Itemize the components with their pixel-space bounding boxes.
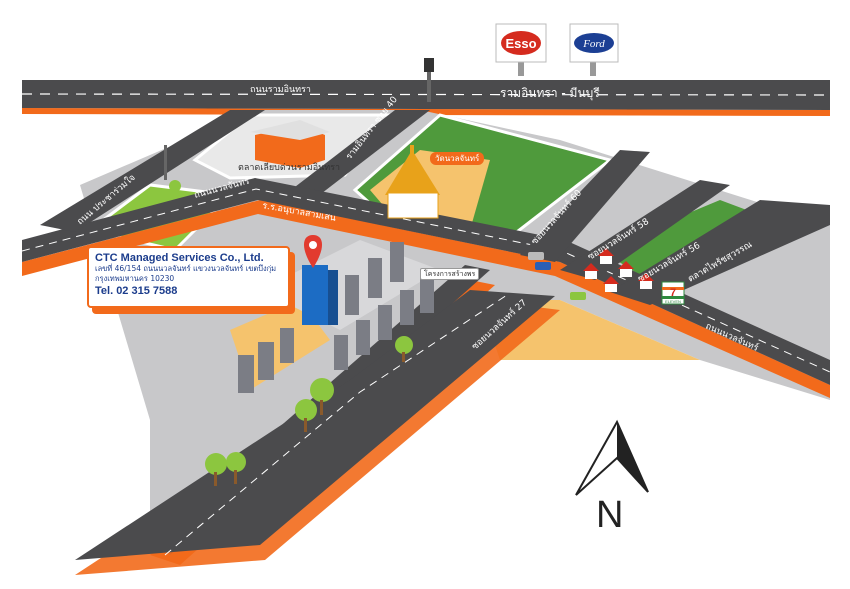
ford-sign-post (590, 60, 596, 76)
nuanchan-road (22, 178, 830, 385)
temple-spire (410, 145, 414, 155)
label-ramintra-right: รามอินทรา - มีนบุรี (500, 86, 600, 101)
esso-logo-shape (501, 31, 541, 55)
temple-body (387, 192, 439, 219)
label-seven-eleven: 7 (670, 287, 676, 299)
esso-sign-post (518, 60, 524, 76)
car-green (570, 292, 586, 300)
traffic-light-left-post (164, 145, 167, 180)
label-seven-eleven-sub: ELEVEN (665, 299, 681, 304)
company-tel: Tel. 02 315 7588 (95, 285, 178, 297)
company-tower (302, 265, 328, 325)
temple-label: วัดนวลจันทร์ (430, 152, 485, 165)
trees (169, 180, 413, 475)
ford-logo-shape (574, 33, 614, 53)
company-tower-side (328, 270, 338, 325)
company-address-line1: เลขที่ 46/154 ถนนนวลจันทร์ แขวงนวลจันทร์… (95, 264, 277, 273)
office-buildings (238, 242, 434, 393)
soi-56-road (610, 200, 830, 305)
tree-trunks (214, 352, 405, 486)
seven-eleven-stripe-orange (662, 287, 684, 290)
nuanchan-road-shadow (22, 200, 830, 398)
right-strip (600, 200, 760, 275)
car-blue (535, 262, 551, 270)
seven-eleven-stripe-green (662, 296, 684, 299)
hospital-tag: โครงการสร้างพร (420, 268, 480, 280)
compass-arrow-fill (617, 422, 648, 492)
car-gray (528, 252, 544, 260)
compass-arrow-icon (575, 419, 649, 496)
company-address-line2: กรุงเทพมหานคร 10230 (95, 274, 175, 283)
label-ford: Ford (582, 38, 605, 50)
company-name: CTC Managed Services Co., Ltd. (95, 252, 264, 264)
label-market: ตลาดเลียบด่วนรามอินทรา (238, 162, 340, 173)
lower-road-lane (164, 292, 511, 556)
location-pin-dot (309, 241, 317, 249)
houses (583, 248, 654, 292)
soi-ramintra-40-road (265, 110, 430, 210)
nuanchan-lane-line (21, 188, 831, 373)
temple-roof (385, 150, 440, 195)
pracha-ruamjai-road (40, 110, 265, 232)
label-esso: Esso (505, 36, 536, 51)
compass-label: N (596, 494, 624, 536)
market-roof (250, 120, 330, 140)
ramintra-lane-line (21, 93, 831, 96)
traffic-light-box (424, 58, 434, 72)
traffic-light-top (427, 62, 431, 102)
soi-60-road (520, 150, 650, 262)
label-ramintra-left: ถนนรามอินทรา (250, 84, 311, 95)
company-info-card: CTC Managed Services Co., Ltd. เลขที่ 46… (87, 246, 290, 308)
lower-road (75, 290, 555, 560)
location-pin-icon (303, 235, 323, 268)
